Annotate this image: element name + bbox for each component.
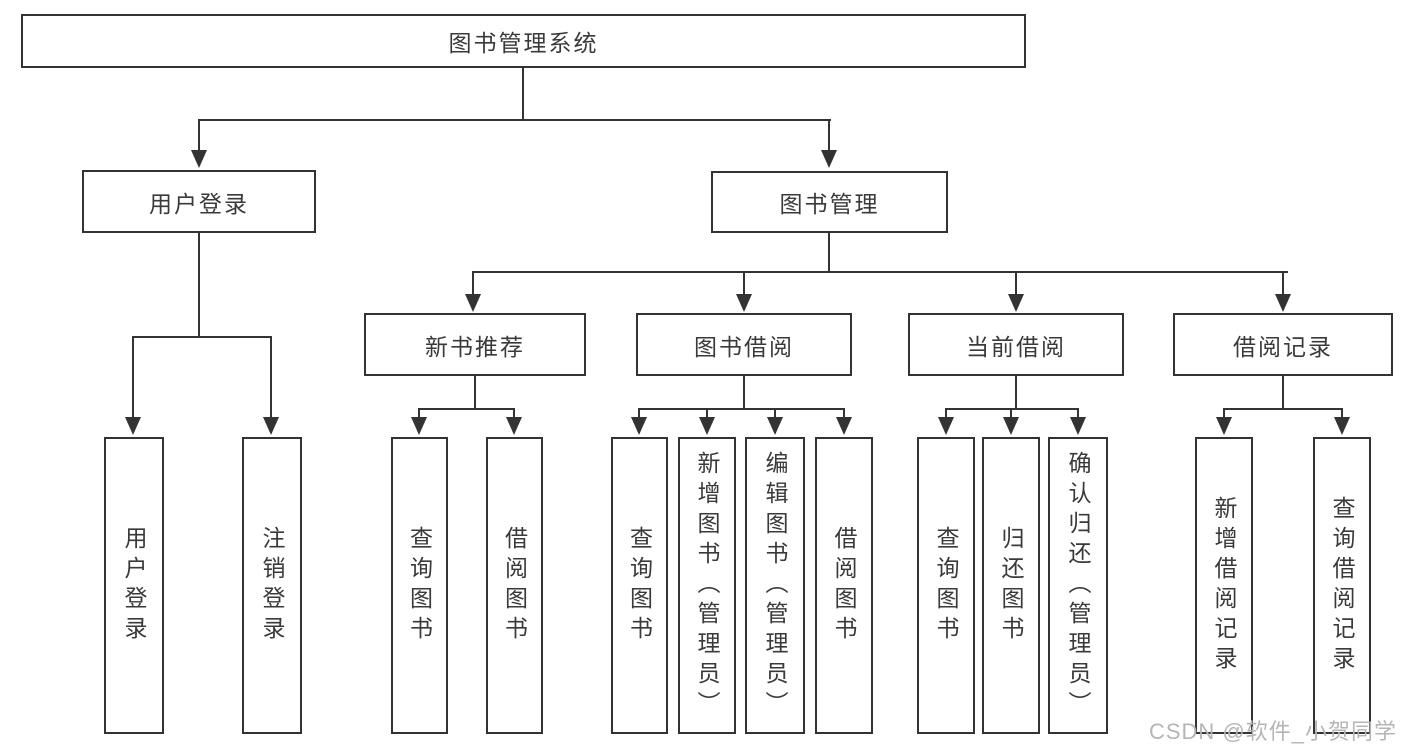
connector-vline — [1015, 376, 1017, 409]
arrow-down-icon — [411, 417, 427, 435]
arrow-shaft — [1341, 408, 1343, 418]
leaf-borrow-edit-books-admin: 编辑图书（管理员） — [745, 437, 805, 734]
arrow-down-icon — [821, 150, 837, 168]
arrow-down-icon — [699, 417, 715, 435]
arrow-down-icon — [506, 417, 522, 435]
arrow-shaft — [638, 408, 640, 418]
node-current-borrowing: 当前借阅 — [908, 313, 1124, 376]
arrow-shaft — [843, 408, 845, 418]
leaf-current-confirm-return-admin: 确认归还（管理员） — [1048, 437, 1108, 734]
arrow-shaft — [945, 408, 947, 418]
arrow-shaft — [270, 336, 272, 418]
node-borrowing-records: 借阅记录 — [1173, 313, 1393, 376]
leaf-recommend-query-books: 查询图书 — [391, 437, 448, 734]
node-new-book-recommendation: 新书推荐 — [364, 313, 586, 376]
arrow-down-icon — [263, 417, 279, 435]
leaf-borrow-query-books: 查询图书 — [611, 437, 668, 734]
leaf-current-query-books: 查询图书 — [917, 437, 975, 734]
arrow-down-icon — [1334, 417, 1350, 435]
connector-vline — [474, 376, 476, 409]
arrow-down-icon — [1275, 294, 1291, 312]
arrow-shaft — [513, 408, 515, 418]
arrow-shaft — [1010, 408, 1012, 418]
leaf-recommend-borrow-books: 借阅图书 — [486, 437, 543, 734]
connector-vline — [522, 68, 524, 120]
arrow-down-icon — [836, 417, 852, 435]
node-user-login: 用户登录 — [82, 170, 316, 233]
arrow-down-icon — [736, 294, 752, 312]
arrow-shaft — [132, 336, 134, 418]
node-book-management: 图书管理 — [711, 171, 948, 233]
arrow-shaft — [774, 408, 776, 418]
arrow-down-icon — [1003, 417, 1019, 435]
connector-hline — [945, 408, 1079, 410]
leaf-borrow-borrow-books: 借阅图书 — [815, 437, 873, 734]
arrow-down-icon — [125, 417, 141, 435]
connector-hline — [1223, 408, 1343, 410]
leaf-user-login: 用户登录 — [104, 437, 164, 734]
arrow-down-icon — [1216, 417, 1232, 435]
arrow-shaft — [418, 408, 420, 418]
leaf-current-return-books: 归还图书 — [982, 437, 1040, 734]
connector-vline — [198, 233, 200, 337]
arrow-shaft — [1077, 408, 1079, 418]
arrow-down-icon — [1070, 417, 1086, 435]
connector-vline — [828, 233, 830, 273]
node-book-borrowing: 图书借阅 — [636, 313, 852, 376]
arrow-shaft — [1223, 408, 1225, 418]
connector-hline — [198, 119, 831, 121]
leaf-records-query-record: 查询借阅记录 — [1313, 437, 1371, 734]
connector-hline — [472, 271, 1288, 273]
connector-vline — [1282, 376, 1284, 409]
connector-vline — [743, 376, 745, 409]
arrow-shaft — [828, 119, 830, 151]
connector-hline — [418, 408, 515, 410]
watermark: CSDN @软件_小贺同学 — [1148, 719, 1397, 744]
arrow-down-icon — [767, 417, 783, 435]
arrow-shaft — [198, 119, 200, 151]
arrow-shaft — [1282, 271, 1284, 295]
arrow-down-icon — [1008, 294, 1024, 312]
leaf-logout: 注销登录 — [242, 437, 302, 734]
arrow-shaft — [743, 271, 745, 295]
arrow-shaft — [706, 408, 708, 418]
node-root: 图书管理系统 — [21, 14, 1026, 68]
arrow-down-icon — [938, 417, 954, 435]
leaf-records-add-record: 新增借阅记录 — [1195, 437, 1253, 734]
arrow-shaft — [472, 271, 474, 295]
connector-hline — [132, 336, 272, 338]
arrow-down-icon — [465, 294, 481, 312]
arrow-down-icon — [631, 417, 647, 435]
leaf-borrow-add-books-admin: 新增图书（管理员） — [678, 437, 736, 734]
arrow-down-icon — [191, 150, 207, 168]
arrow-shaft — [1015, 271, 1017, 295]
connector-hline — [638, 408, 845, 410]
